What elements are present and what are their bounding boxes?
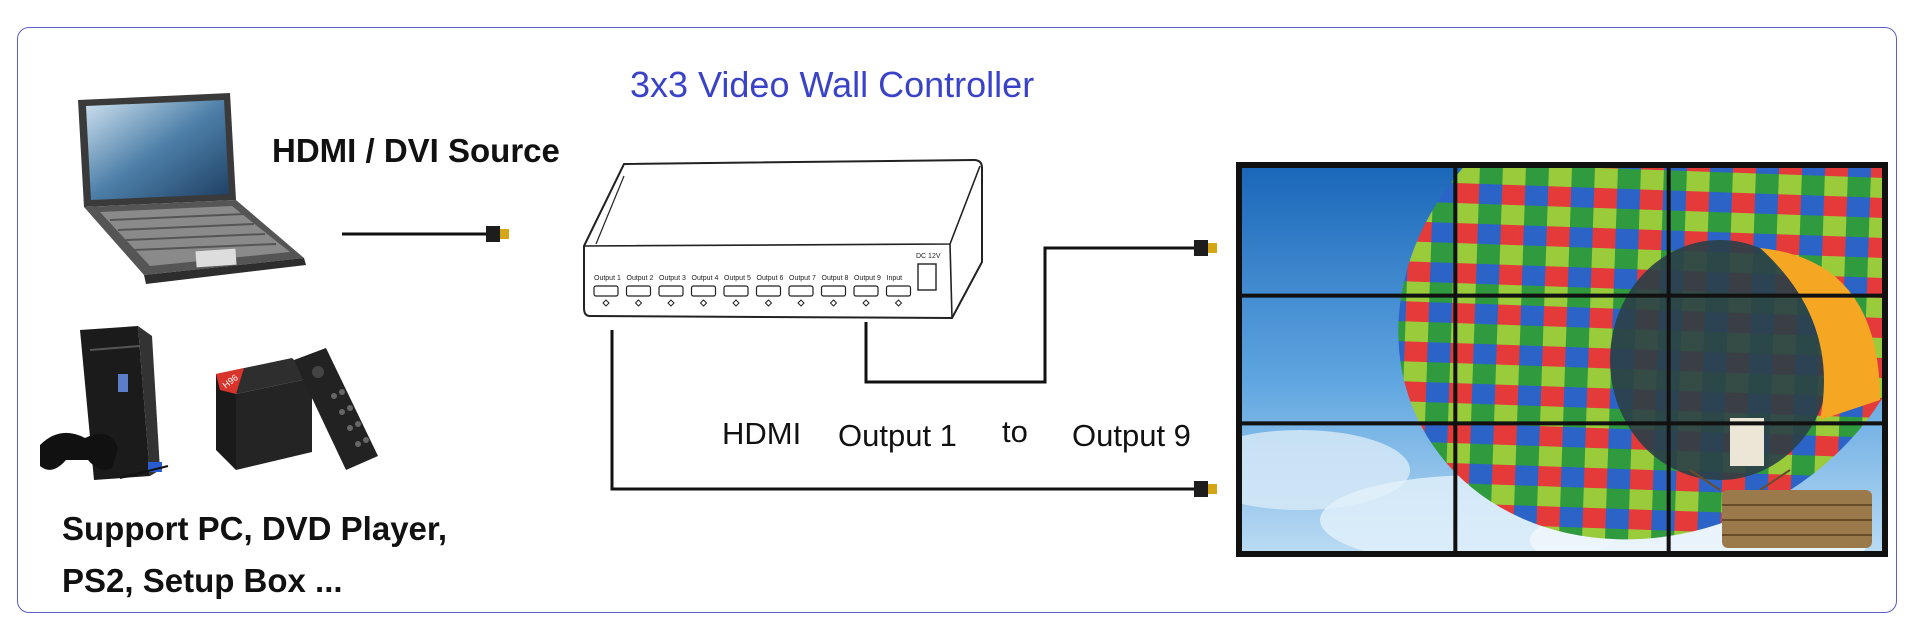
port-led: [667, 299, 675, 307]
port-label: Input: [887, 275, 903, 282]
hdmi-plug-icon: [1194, 481, 1217, 497]
hdmi-plug-icon: [1194, 240, 1217, 256]
port-led: [764, 299, 773, 307]
support-text-line2: PS2, Setup Box ...: [62, 562, 343, 599]
port-led: [894, 299, 903, 307]
game-console-icon: [40, 326, 169, 480]
output-cables: [610, 246, 1196, 491]
hdmi-port: [658, 285, 684, 297]
hdmi-port: [625, 285, 652, 297]
hdmi-port: [723, 285, 749, 297]
port-label: Output 6: [757, 275, 784, 282]
hdmi-port: [788, 285, 814, 297]
diagram-title: 3x3 Video Wall Controller: [630, 64, 1035, 105]
hdmi-port: [690, 285, 717, 297]
video-wall: [1236, 162, 1888, 557]
port-label: Output 8: [822, 275, 849, 282]
power-port: [917, 263, 937, 291]
port-led: [862, 299, 870, 307]
hdmi-plug-icon: [486, 226, 500, 242]
port-led: [699, 299, 708, 307]
port-led: [634, 299, 643, 307]
source-label: HDMI / DVI Source: [272, 132, 560, 169]
diagram-frame: [17, 27, 1897, 613]
support-text-line1: Support PC, DVD Player,: [62, 510, 448, 547]
port-led: [602, 299, 610, 307]
hdmi-port: [853, 285, 879, 297]
output-last-label: Output 9: [1072, 418, 1191, 453]
controller-ports: Output 1 Output 2 Output 3 Output 4 Output 5…: [593, 275, 912, 307]
hdmi-port: [593, 285, 619, 297]
port-label: Output 5: [724, 275, 751, 282]
set-top-box-icon: H96: [216, 358, 312, 470]
to-label: to: [1002, 414, 1028, 449]
hdmi-port: [885, 285, 912, 297]
wall-grid: [1242, 168, 1882, 551]
port-label: Output 7: [789, 275, 816, 282]
port-label: Output 9: [854, 275, 881, 282]
hdmi-label: HDMI: [722, 416, 802, 451]
port-led: [797, 299, 805, 307]
port-label: Output 2: [627, 275, 654, 282]
port-led: [732, 299, 740, 307]
port-led: [829, 299, 838, 307]
laptop-icon: [78, 93, 306, 284]
remote-icon: [294, 348, 378, 470]
input-cable: [342, 226, 509, 242]
hdmi-port: [820, 285, 847, 297]
port-label: Output 1: [594, 275, 621, 282]
port-label: Output 3: [659, 275, 686, 282]
hdmi-port: [755, 285, 782, 297]
output-first-label: Output 1: [838, 418, 957, 453]
port-label: Output 4: [692, 275, 719, 282]
power-label: DC 12V: [916, 253, 941, 260]
